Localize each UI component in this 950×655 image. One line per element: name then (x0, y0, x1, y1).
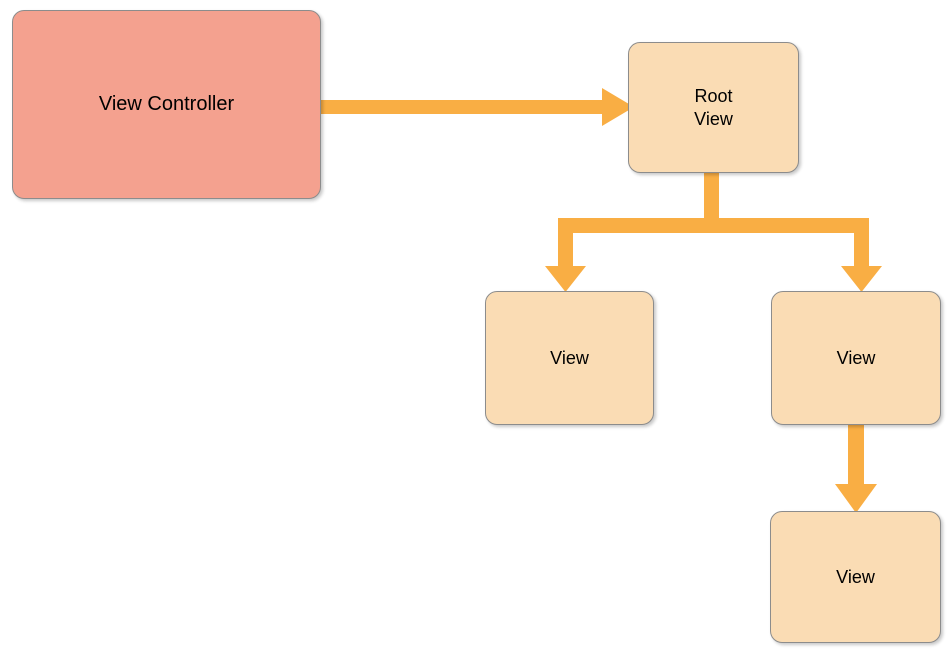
node-view-left-label: View (550, 347, 589, 368)
node-view-controller-label: View Controller (98, 93, 235, 115)
node-view-right[interactable]: View (771, 291, 941, 425)
node-view-bottom[interactable]: View (770, 511, 941, 643)
arrow-view-controller-to-root-view (314, 88, 634, 126)
arrow-view-right-to-view-bottom (835, 418, 877, 513)
branch-arrow-left (545, 218, 586, 292)
node-view-left[interactable]: View (485, 291, 654, 425)
node-root-view-label: Root View (694, 86, 733, 129)
node-view-controller[interactable]: View Controller (12, 10, 321, 199)
node-root-view[interactable]: Root View (628, 42, 799, 173)
arrow-root-view-to-child-views (545, 168, 882, 292)
arrow-shape (835, 418, 877, 513)
branch-stem (704, 168, 719, 219)
node-view-right-label: View (836, 347, 876, 368)
branch-bar (558, 218, 869, 233)
arrow-shape (314, 88, 634, 126)
node-view-bottom-label: View (836, 566, 875, 587)
branch-arrow-right (841, 218, 882, 292)
